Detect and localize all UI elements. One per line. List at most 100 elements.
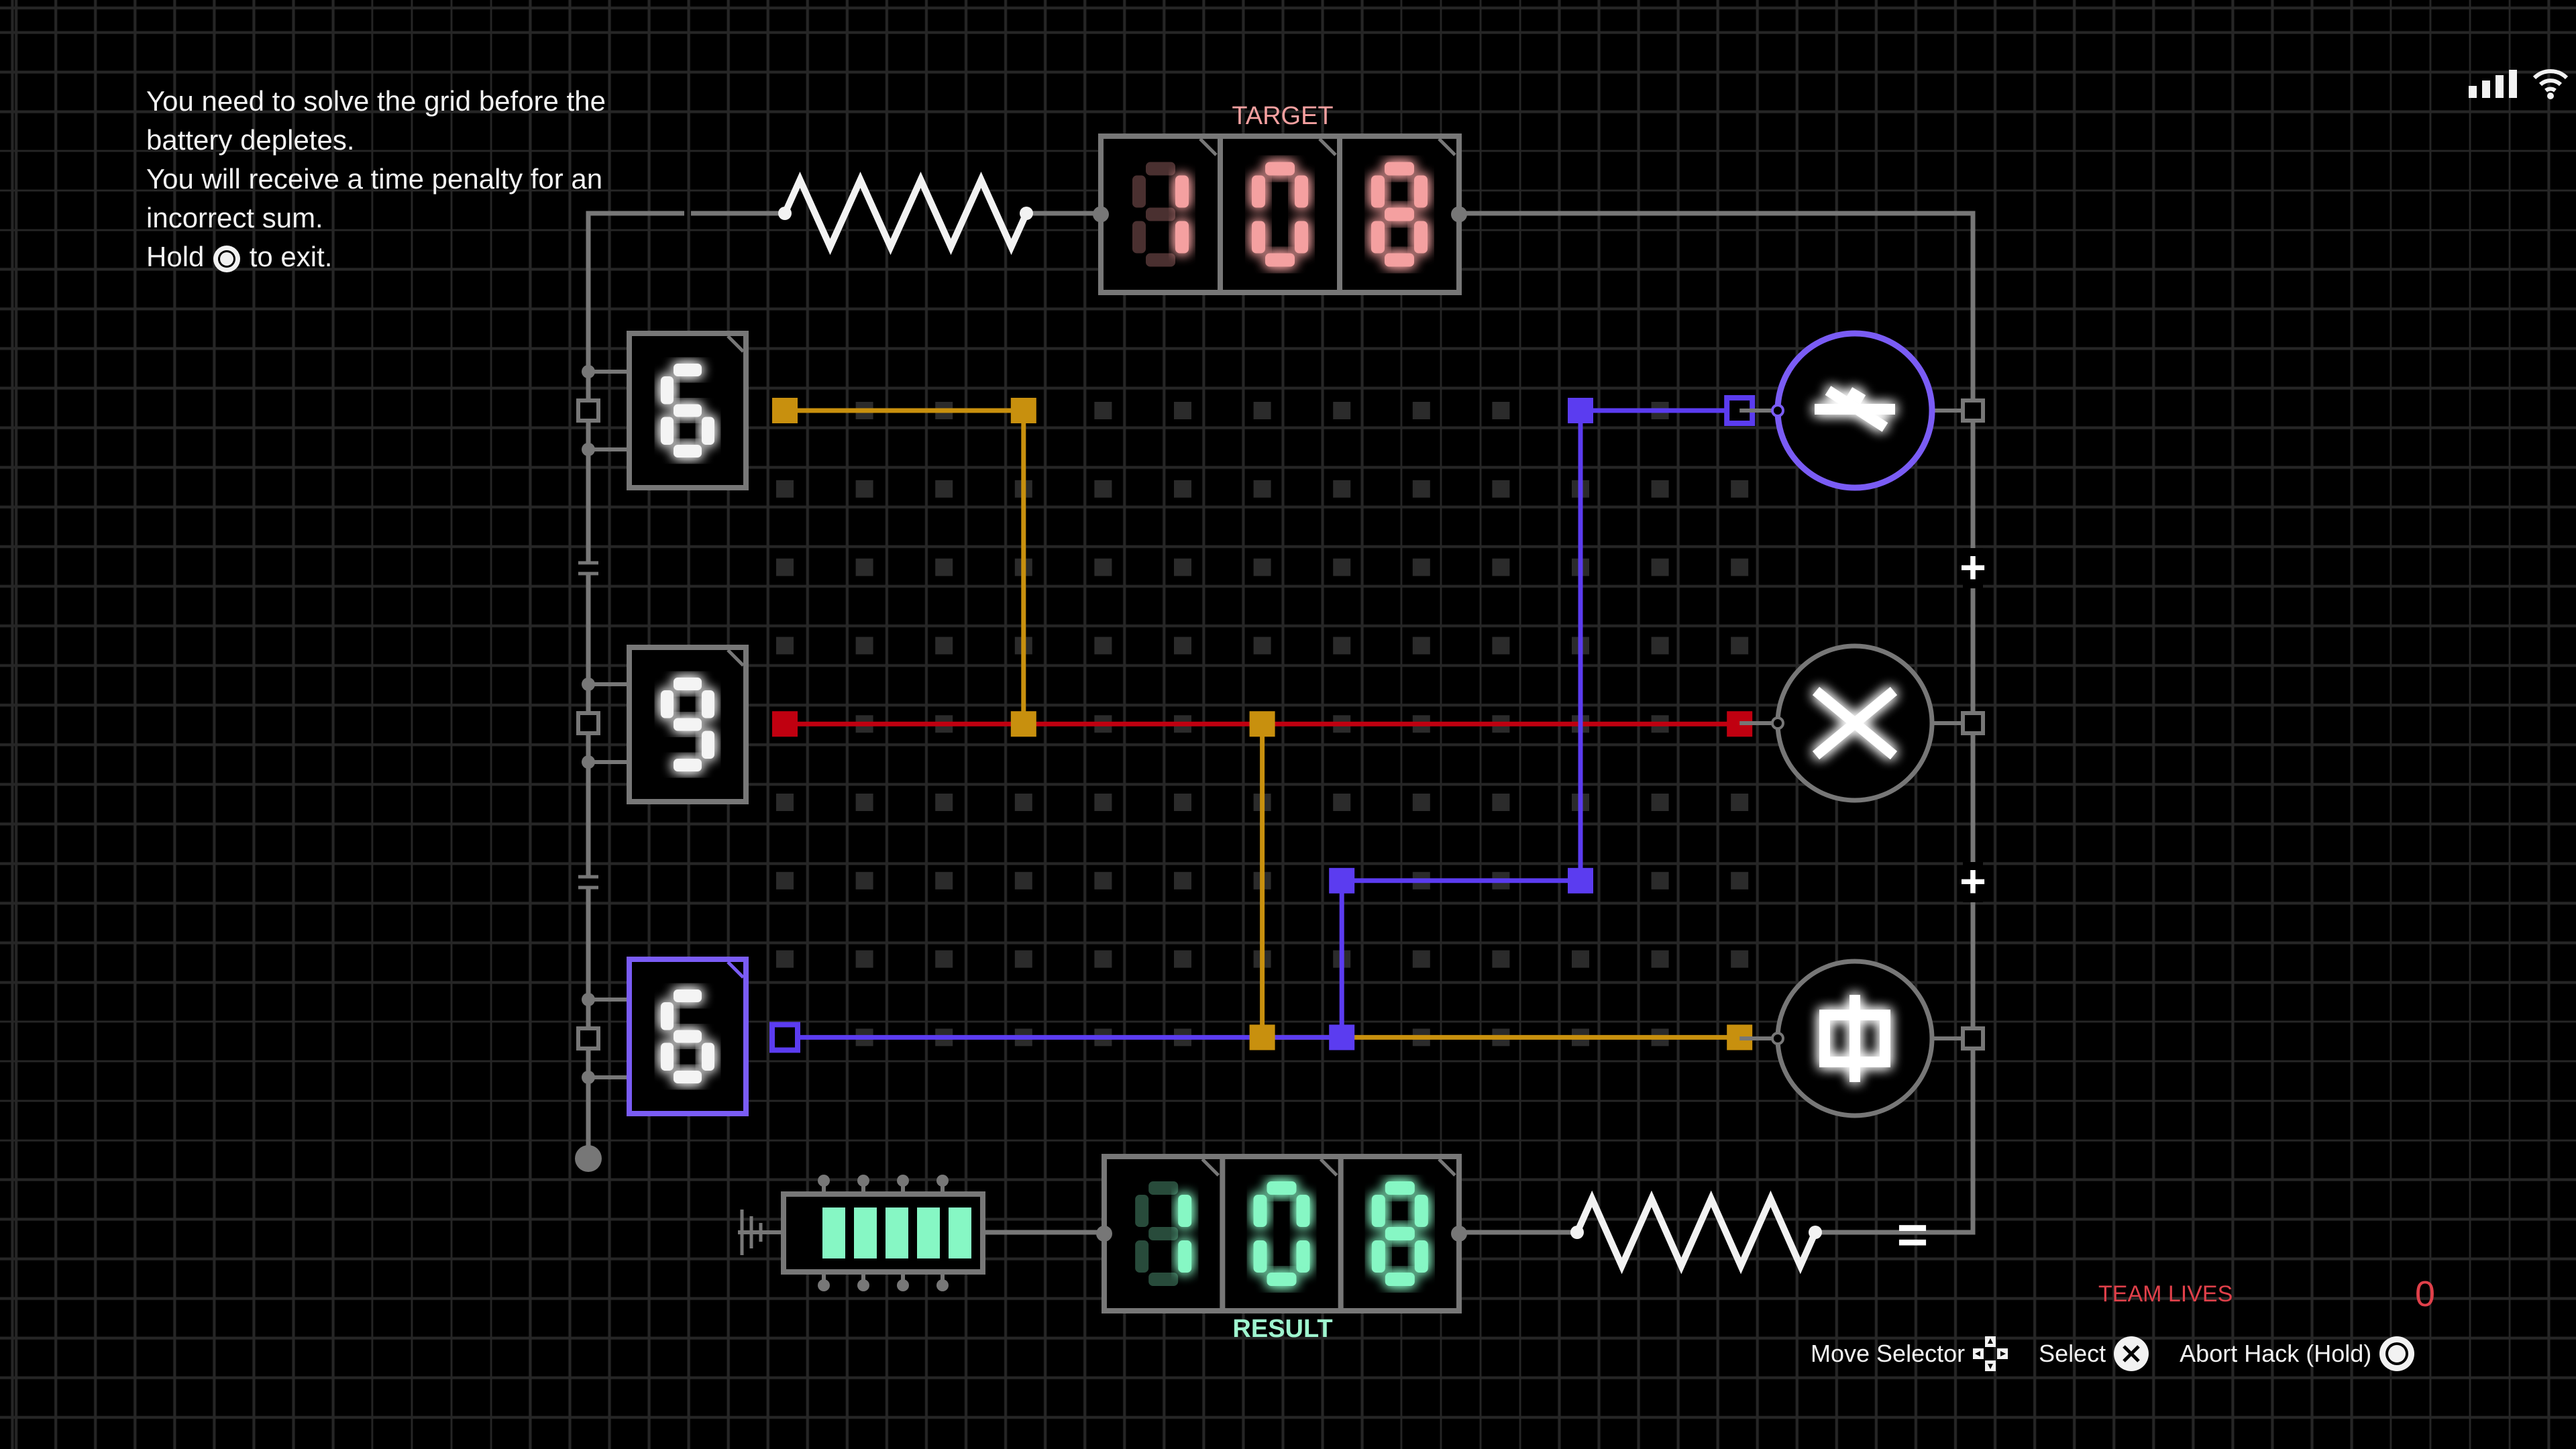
grid-node <box>1572 950 1589 968</box>
result-label: RESULT <box>1232 1315 1333 1343</box>
battery-pin-head <box>897 1279 909 1291</box>
wifi-icon <box>2532 69 2569 99</box>
abort-hack-hint: Abort Hack (Hold) <box>2180 1335 2416 1373</box>
instruction-line: incorrect sum. <box>146 202 323 233</box>
grid-node <box>1651 480 1669 498</box>
digit-segment <box>1265 162 1295 176</box>
instruction-hold-line: Hold to exit. <box>146 237 606 276</box>
red-wire-node <box>772 711 798 737</box>
digit-segment <box>1178 1195 1192 1227</box>
digit-segment <box>1385 1227 1415 1240</box>
gold-wire <box>785 408 1026 724</box>
grid-node <box>855 871 873 890</box>
digit-segment <box>1414 175 1428 208</box>
bus-gap <box>577 877 600 888</box>
display-terminal <box>1451 206 1467 223</box>
battery-bar <box>822 1208 845 1258</box>
digit-segment <box>1132 221 1146 254</box>
digit-segment <box>1385 1273 1415 1286</box>
control-hints: Move Selector Select Abort Hack (Hold) <box>1811 1335 2445 1373</box>
operator-multiply[interactable] <box>1739 643 1985 803</box>
bus-connector <box>576 398 600 423</box>
digit-segment <box>1135 1240 1149 1273</box>
display-digit <box>1135 1181 1192 1286</box>
bus-connector <box>576 711 600 735</box>
signal-bars-icon <box>2469 70 2517 98</box>
operator-strike-equals[interactable] <box>1739 330 1985 491</box>
display-terminal <box>1451 1226 1467 1242</box>
gold-wire-node <box>772 398 798 423</box>
grid-node <box>1333 402 1351 419</box>
display-digit <box>1371 162 1428 267</box>
digit-segment <box>1148 1181 1179 1195</box>
grid-node <box>1014 871 1032 890</box>
grid-node <box>1253 637 1271 655</box>
digit-segment <box>702 417 714 445</box>
instructions-text: You need to solve the grid before the ba… <box>146 82 606 276</box>
operator-connector <box>1961 398 1985 423</box>
grid-node <box>1014 950 1032 968</box>
digit-segment <box>1296 1195 1310 1227</box>
battery-bar <box>917 1208 940 1258</box>
grid-node <box>855 950 873 968</box>
select-hint: Select <box>2039 1335 2150 1373</box>
grid-node <box>1731 480 1749 498</box>
operator-phi[interactable] <box>1739 959 1985 1118</box>
grid-node <box>1253 402 1271 419</box>
grid-node <box>1333 558 1351 576</box>
bus-gap <box>577 563 600 574</box>
result-display <box>1096 1154 1467 1313</box>
grid-node <box>1412 558 1430 576</box>
operator-terminal <box>1771 716 1784 730</box>
instruction-line: You need to solve the grid before the <box>146 85 606 117</box>
grid-node <box>1412 794 1430 811</box>
digit-segment <box>1178 1240 1192 1273</box>
grid-node <box>1731 637 1749 655</box>
bus-gap <box>1963 548 1983 588</box>
input-number-1[interactable] <box>627 331 749 490</box>
hold-prefix: Hold <box>146 241 205 272</box>
operator-join-plus: + <box>1960 856 1986 907</box>
grid-node <box>1651 871 1669 890</box>
grid-node <box>1174 794 1191 811</box>
purple-wire-node <box>1329 867 1355 894</box>
glyph-line <box>1846 387 1866 405</box>
grid-node <box>1333 637 1351 655</box>
grid-node <box>1731 871 1749 890</box>
display-corner <box>1318 138 1337 156</box>
input-number-3[interactable] <box>627 957 749 1116</box>
grid-node <box>1174 637 1191 655</box>
display-terminal <box>1096 1226 1112 1242</box>
digit-segment <box>1371 1195 1385 1227</box>
battery-bar <box>949 1208 971 1258</box>
battery-pin-head <box>818 1279 830 1291</box>
digit-segment <box>1132 175 1146 208</box>
grid-node <box>1094 480 1112 498</box>
battery-bar <box>885 1208 908 1258</box>
multiply-icon <box>1812 686 1898 760</box>
digit-segment <box>661 417 674 445</box>
grid-node <box>935 637 953 655</box>
purple-wire-node <box>769 1022 800 1053</box>
grid-node <box>935 950 953 968</box>
battery-pin-head <box>897 1175 909 1187</box>
input-number-2[interactable] <box>627 645 749 804</box>
digit-segment <box>702 1042 714 1071</box>
grid-node <box>935 871 953 890</box>
grid-node <box>1492 558 1510 576</box>
grid-node <box>1651 637 1669 655</box>
grid-node <box>1412 950 1430 968</box>
digit-segment <box>674 718 702 731</box>
digit-segment <box>1148 1273 1179 1286</box>
grid-node <box>1492 402 1510 419</box>
grid-node <box>776 480 794 498</box>
digit-segment <box>1135 1195 1149 1227</box>
digit-segment <box>674 364 702 376</box>
digit-segment <box>1371 175 1385 208</box>
digit-segment <box>1295 221 1308 254</box>
frame-wire <box>586 211 684 1159</box>
purple-wire-node <box>1568 398 1593 423</box>
grid-node <box>1651 950 1669 968</box>
digit-segment <box>661 376 674 405</box>
